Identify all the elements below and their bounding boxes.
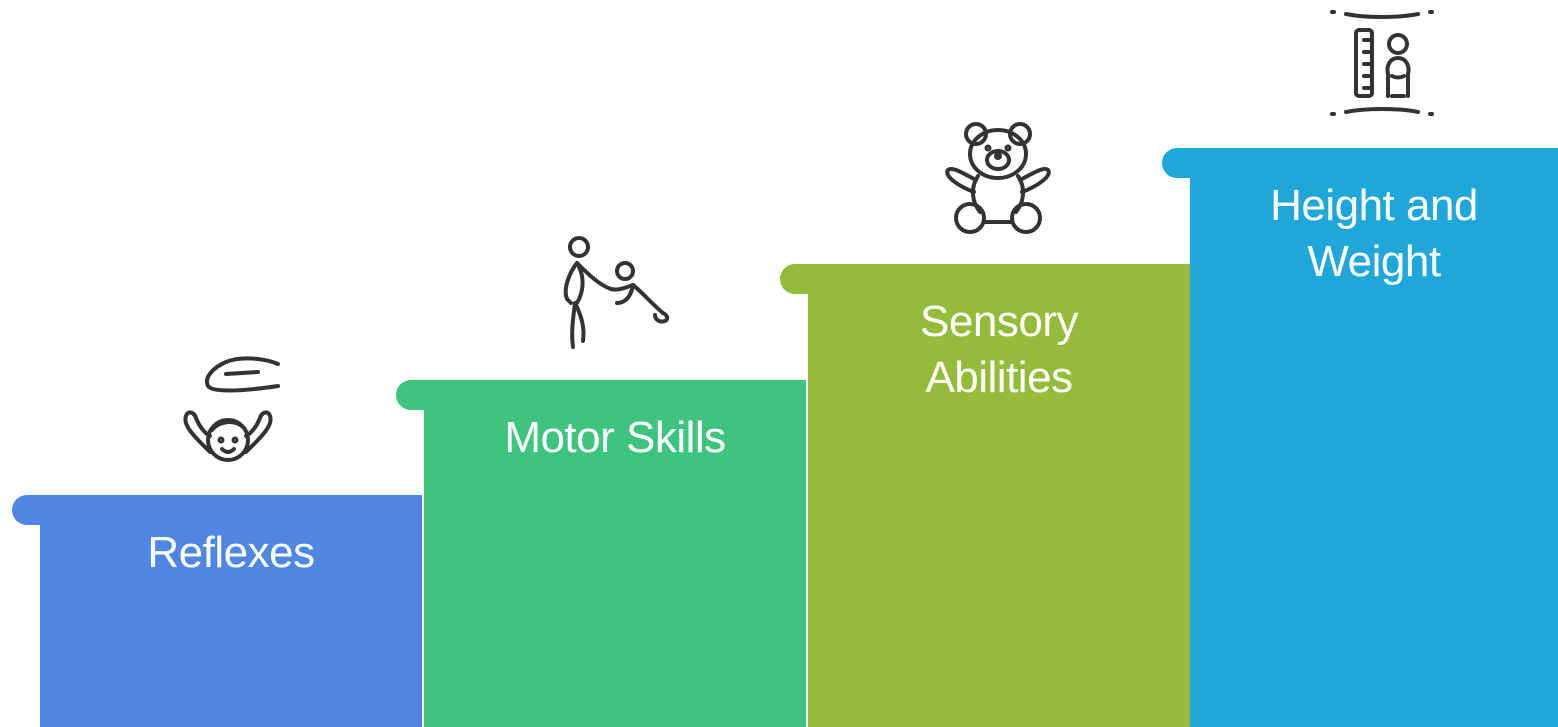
child-height-measurement-icon <box>1330 10 1434 116</box>
step-sensory-abilities: Sensory Abilities <box>780 264 1190 727</box>
step-reflexes-label: Reflexes <box>147 528 315 577</box>
step-reflexes-lip <box>12 495 72 525</box>
step-motor-skills-lip <box>396 380 456 410</box>
step-motor-skills: Motor Skills <box>396 380 806 727</box>
step-motor-skills-label: Motor Skills <box>504 413 726 462</box>
step-height-and-weight-block <box>1190 148 1558 727</box>
step-sensory-abilities-block <box>808 264 1190 727</box>
step-height-and-weight-label: Height and Weight <box>1270 181 1478 286</box>
step-motor-skills-block <box>424 380 806 727</box>
step-sensory-abilities-lip <box>780 264 840 294</box>
hand-over-baby-icon <box>183 356 280 462</box>
teddy-bear-icon <box>945 122 1051 234</box>
step-height-and-weight: Height and Weight <box>1162 148 1558 727</box>
adult-helping-child-walk-icon <box>563 236 670 349</box>
step-reflexes-block <box>40 495 422 727</box>
step-reflexes: Reflexes <box>12 495 422 727</box>
step-height-and-weight-lip <box>1162 148 1222 178</box>
step-sensory-abilities-label: Sensory Abilities <box>920 297 1078 402</box>
